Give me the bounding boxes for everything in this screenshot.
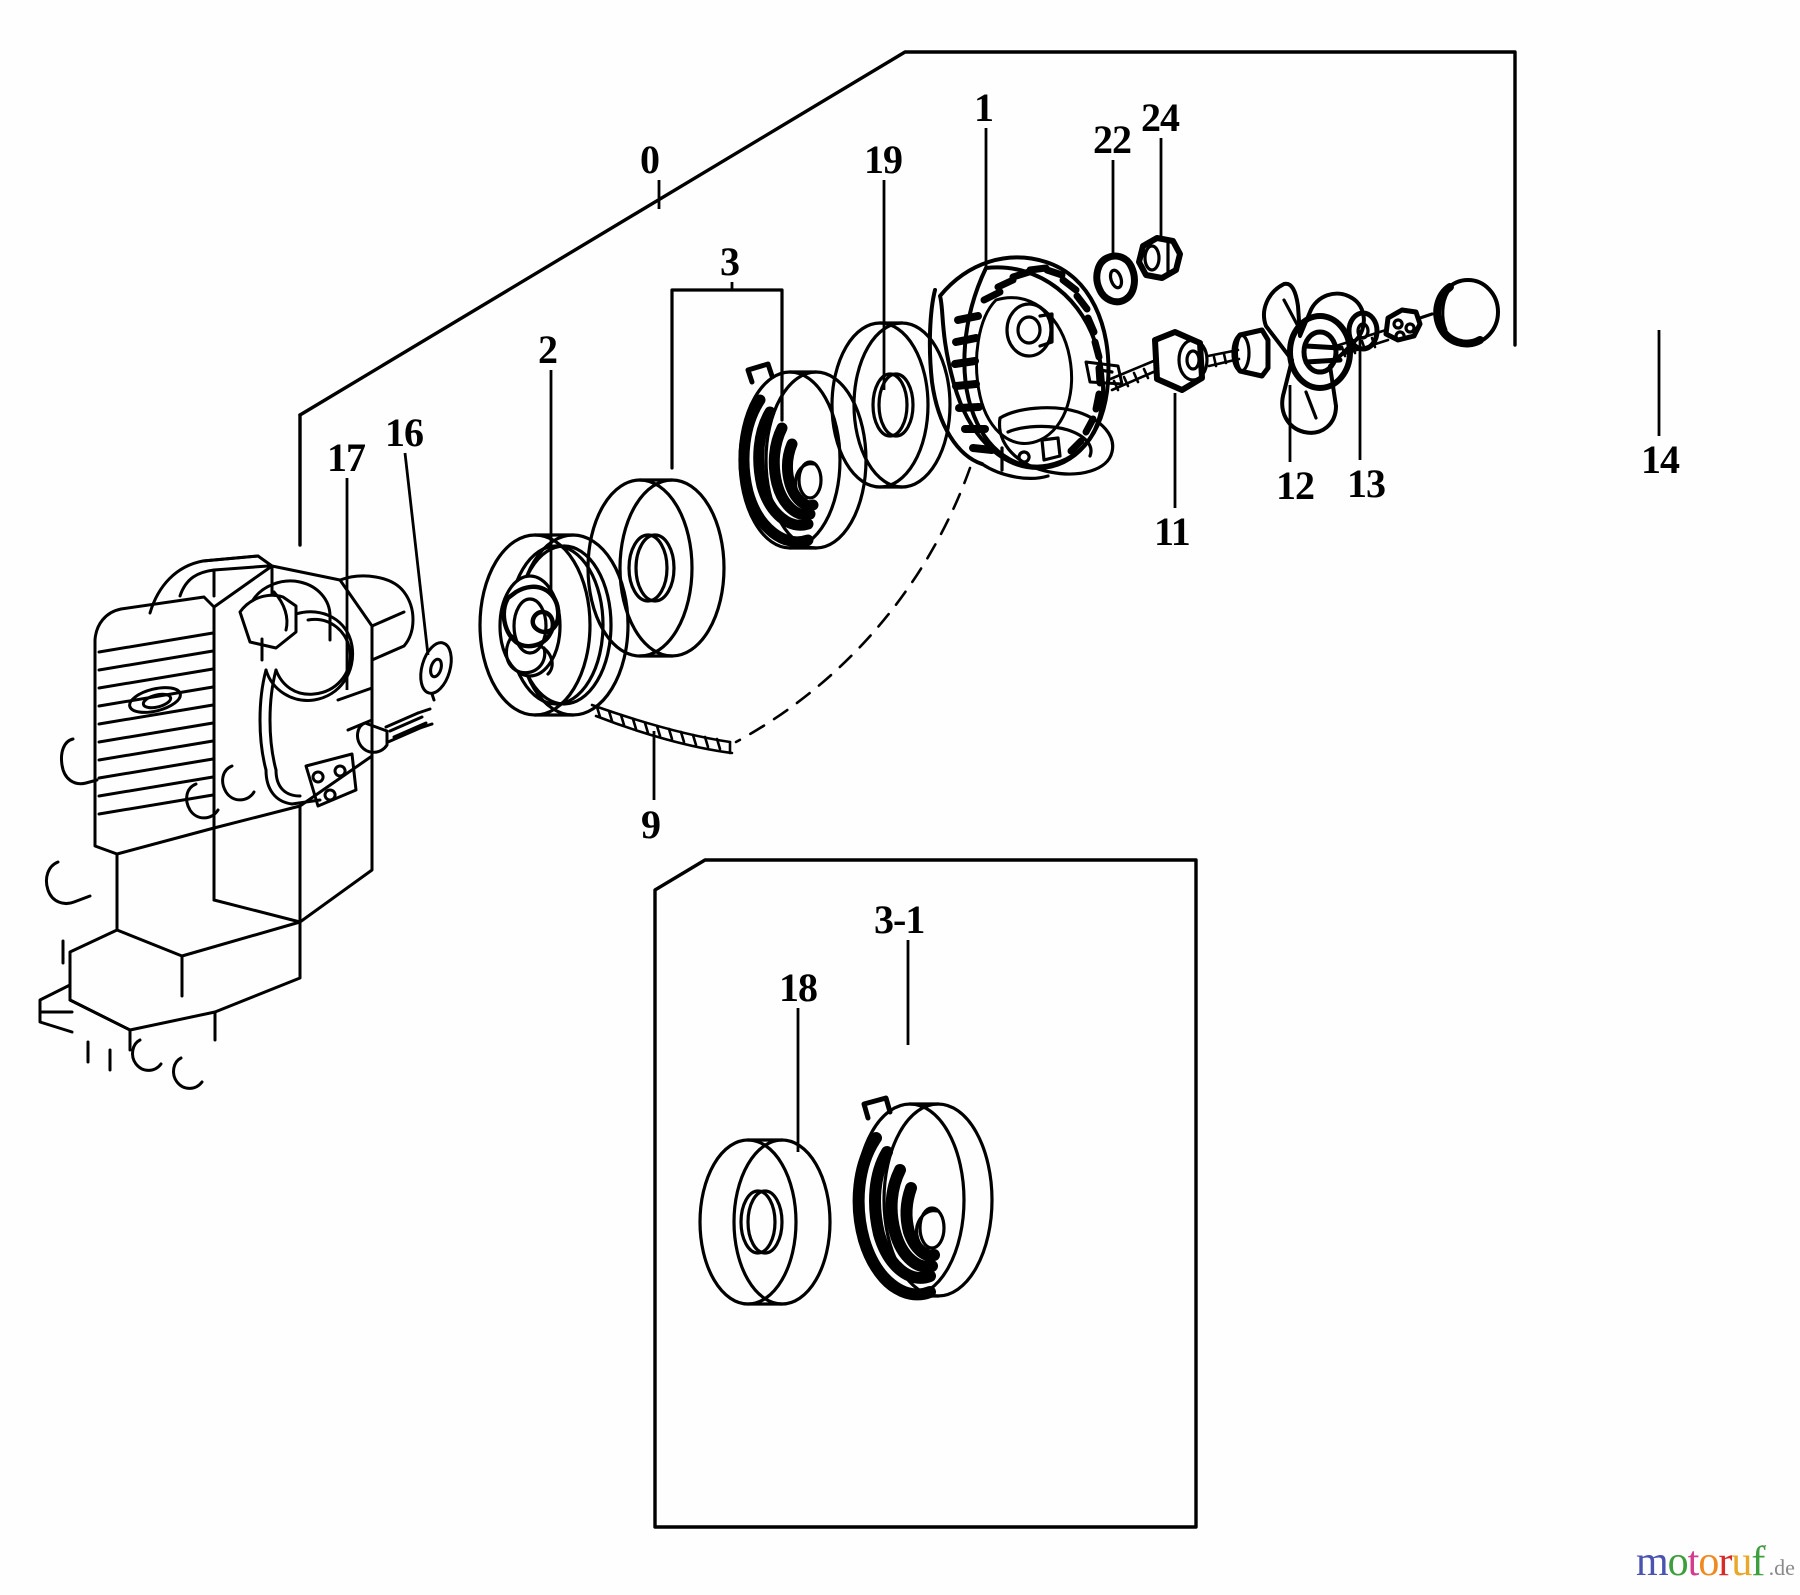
starter-reel-pulley: [478, 533, 630, 717]
inset-spacer-washer: [698, 1138, 832, 1306]
rope-segment-a: [1106, 358, 1160, 392]
logo-letter: o: [1667, 1539, 1689, 1585]
inset-box-frame: [653, 858, 1198, 1529]
logo-letter: o: [1698, 1539, 1719, 1585]
callout-label-12: 12: [1276, 463, 1315, 508]
callout-leader-16: [403, 452, 430, 656]
rope-routing-guide: [734, 466, 972, 744]
screw-and-washer: [356, 641, 453, 754]
motoruf-watermark-logo: motoruf¨.de: [1636, 1538, 1795, 1586]
friction-plate-washer: [830, 321, 952, 489]
rope-ferrule: [1231, 327, 1271, 379]
logo-suffix: .de: [1768, 1555, 1795, 1580]
inset-recoil-spring: [852, 1095, 994, 1301]
grip-end-cap: [1433, 278, 1500, 348]
logo-letter: f: [1751, 1539, 1765, 1585]
callout-label-24: 24: [1141, 95, 1180, 140]
callout-label-17: 17: [327, 435, 366, 480]
rope-guide-bushing: [1152, 329, 1209, 393]
logo-letter: r: [1718, 1539, 1732, 1585]
logo-letter: u: [1731, 1539, 1752, 1585]
starter-rope: [590, 703, 734, 755]
spring-group-bracket: [670, 288, 784, 470]
callout-label-2: 2: [538, 327, 558, 372]
callout-label-1: 1: [974, 85, 994, 130]
logo-letter: m: [1636, 1539, 1669, 1585]
logo-dot: ¨: [1761, 1542, 1766, 1559]
rope-end-knot-fitting: [1346, 307, 1434, 352]
callout-label-9: 9: [641, 802, 661, 847]
callout-label-3-1: 3-1: [874, 897, 925, 942]
starter-grip-handle: [1262, 281, 1366, 435]
callout-label-22: 22: [1093, 117, 1132, 162]
callout-label-3: 3: [720, 239, 740, 284]
reel-spacer-washer: [586, 478, 726, 658]
lock-washer: [1093, 252, 1138, 306]
callout-label-0: 0: [640, 137, 660, 182]
callout-label-13: 13: [1347, 461, 1386, 506]
engine-block: [38, 554, 415, 1090]
callout-label-16: 16: [385, 410, 424, 455]
recoil-spring: [738, 361, 868, 550]
callout-label-11: 11: [1154, 509, 1191, 554]
logo-letter: t: [1687, 1539, 1700, 1585]
logo-letters: motoruf: [1636, 1538, 1765, 1586]
callout-label-18: 18: [779, 965, 818, 1010]
starter-housing-cover: [927, 255, 1124, 480]
hex-nut: [1136, 235, 1183, 281]
callout-label-14: 14: [1641, 437, 1680, 482]
callout-label-19: 19: [864, 137, 903, 182]
assembly-bracket-outline: [298, 50, 1517, 547]
